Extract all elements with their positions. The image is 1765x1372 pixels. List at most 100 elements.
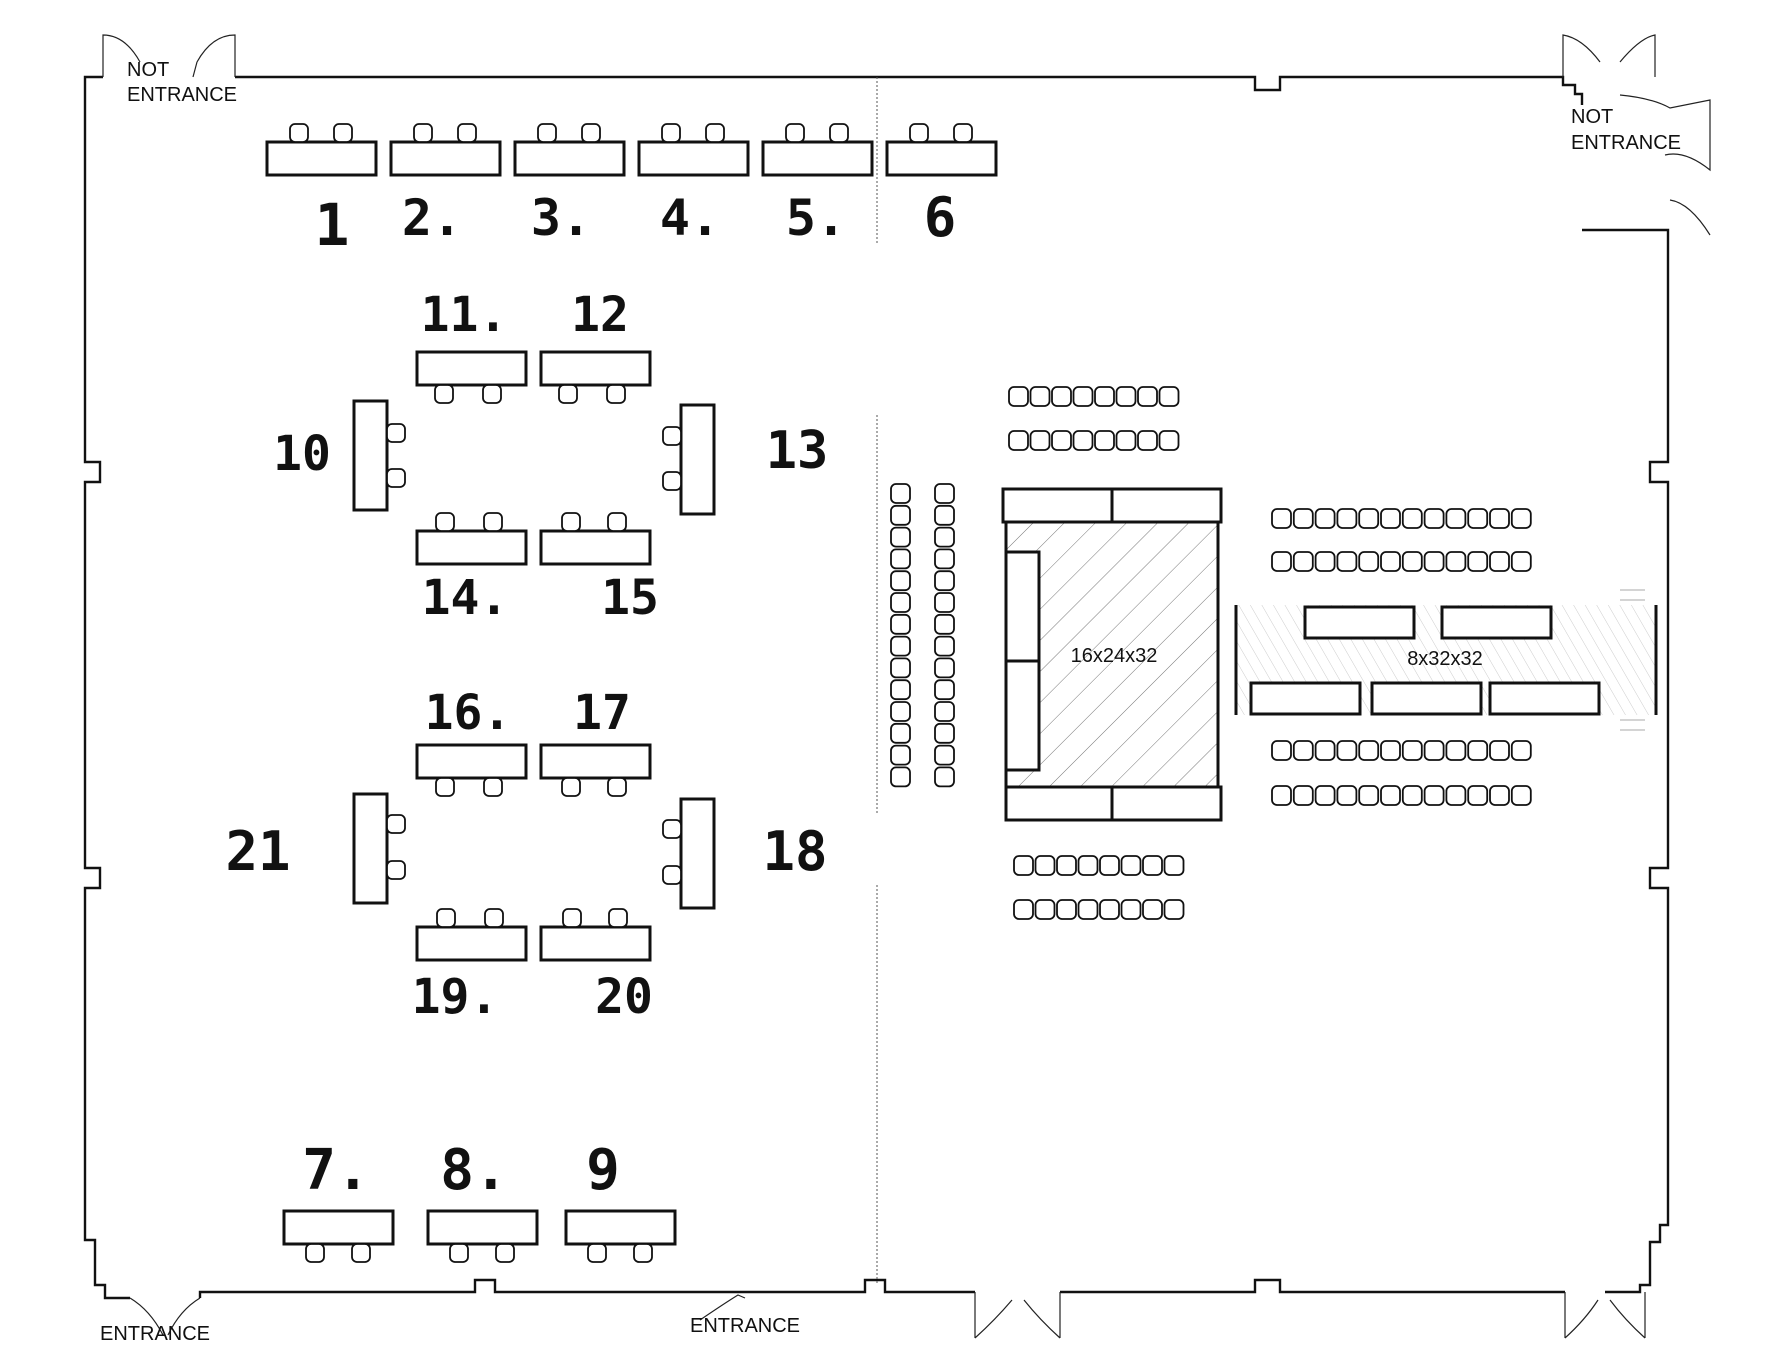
table-label: 11. [421, 287, 508, 343]
table-16[interactable]: 16. [415, 685, 528, 797]
table-17[interactable]: 17 [539, 685, 652, 797]
audience-chair [1051, 430, 1072, 451]
audience-chair [1292, 508, 1314, 529]
audience-chair [1163, 899, 1185, 920]
audience-chair [1137, 430, 1158, 451]
table-5[interactable]: 5. [761, 123, 874, 247]
table-9[interactable]: 9 [564, 1138, 677, 1263]
audience-chair [934, 635, 955, 657]
audience-chair [1271, 785, 1292, 806]
audience-chair [934, 504, 955, 526]
table-18[interactable]: 18 [662, 797, 828, 910]
audience-chair [1034, 899, 1056, 920]
table-13[interactable]: 13 [662, 403, 828, 516]
audience-chair [934, 701, 955, 722]
table-label: 4. [660, 189, 720, 247]
table-4[interactable]: 4. [637, 123, 750, 247]
audience-chair [1163, 855, 1185, 876]
audience-chair [1029, 386, 1051, 407]
audience-chair [1158, 430, 1180, 451]
table-label: 18 [762, 820, 827, 883]
audience-chair [1510, 551, 1532, 572]
table-8[interactable]: 8. [426, 1138, 539, 1263]
audience-chair [1423, 785, 1445, 806]
audience-chair [934, 613, 955, 635]
audience-chair [1056, 899, 1077, 920]
audience-chair [1072, 430, 1094, 451]
main-stage[interactable]: 16x24x32 [1001, 487, 1223, 822]
audience-chair [934, 526, 955, 548]
table-label: 17 [573, 685, 631, 741]
audience-chair [1489, 551, 1510, 572]
table-21[interactable]: 21 [225, 792, 406, 905]
table-14[interactable]: 14. [415, 512, 528, 626]
table-7[interactable]: 7. [282, 1138, 395, 1263]
runway[interactable]: 8x32x32 [1234, 589, 1658, 731]
table-label: 5. [786, 189, 846, 247]
audience-chair [1314, 785, 1336, 806]
audience-chair [890, 548, 911, 570]
audience-chair [1380, 785, 1401, 806]
audience-chair [1072, 386, 1094, 407]
audience-chair [1336, 785, 1358, 806]
audience-chair [1467, 508, 1489, 529]
audience-chair [890, 657, 911, 679]
audience-chair [1314, 508, 1336, 529]
table-label: 15 [601, 570, 659, 626]
audience-chair [1467, 551, 1489, 572]
table-2[interactable]: 2. [389, 123, 502, 247]
table-10[interactable]: 10 [273, 399, 406, 512]
audience-chair [1271, 508, 1292, 529]
audience-chair [1094, 386, 1115, 407]
table-1[interactable]: 1 [265, 123, 378, 259]
audience-chair [1292, 740, 1314, 761]
audience-chair [1510, 740, 1532, 761]
stage-size-label: 16x24x32 [1071, 645, 1158, 667]
audience-chair [890, 592, 911, 613]
audience-chair [934, 592, 955, 613]
table-label: 8. [440, 1138, 507, 1203]
audience-chair [1401, 740, 1423, 761]
table-11[interactable]: 11. [415, 287, 528, 404]
audience-chair [1292, 785, 1314, 806]
audience-chair [934, 483, 955, 504]
audience-chair [1271, 551, 1292, 572]
audience-chair [934, 570, 955, 592]
audience-chair [1013, 855, 1034, 876]
table-label: 12 [571, 287, 629, 343]
table-label: 19. [412, 969, 499, 1025]
table-12[interactable]: 12 [539, 287, 652, 404]
table-label: 10 [273, 426, 331, 482]
table-20[interactable]: 20 [539, 908, 653, 1025]
audience-chair [1056, 855, 1077, 876]
audience-chair [1358, 508, 1380, 529]
audience-chair [1034, 855, 1056, 876]
audience-chair [1314, 551, 1336, 572]
table-label: 14. [422, 570, 509, 626]
table-label: 2. [402, 189, 462, 247]
audience-chair [1489, 740, 1510, 761]
audience-chair [1008, 430, 1029, 451]
audience-chair [1094, 430, 1115, 451]
audience-chair [1336, 740, 1358, 761]
vendor-tables: 1 2. 3. 4. 5. 6 11. [225, 123, 998, 1263]
audience-chair [1271, 740, 1292, 761]
table-label: 1 [315, 191, 350, 259]
audience-chair [934, 722, 955, 744]
audience-chair [890, 635, 911, 657]
audience-chair [934, 548, 955, 570]
table-6[interactable]: 6 [885, 123, 998, 249]
audience-chair [1489, 785, 1510, 806]
audience-chair [934, 657, 955, 679]
table-label: 21 [225, 820, 290, 883]
table-19[interactable]: 19. [412, 908, 528, 1025]
audience-chair [1423, 508, 1445, 529]
table-3[interactable]: 3. [513, 123, 626, 247]
audience-chair [1423, 551, 1445, 572]
audience-chair [934, 766, 955, 788]
audience-seating [890, 386, 1532, 920]
audience-chair [1115, 386, 1137, 407]
table-label: 3. [531, 189, 591, 247]
table-15[interactable]: 15 [539, 512, 659, 626]
